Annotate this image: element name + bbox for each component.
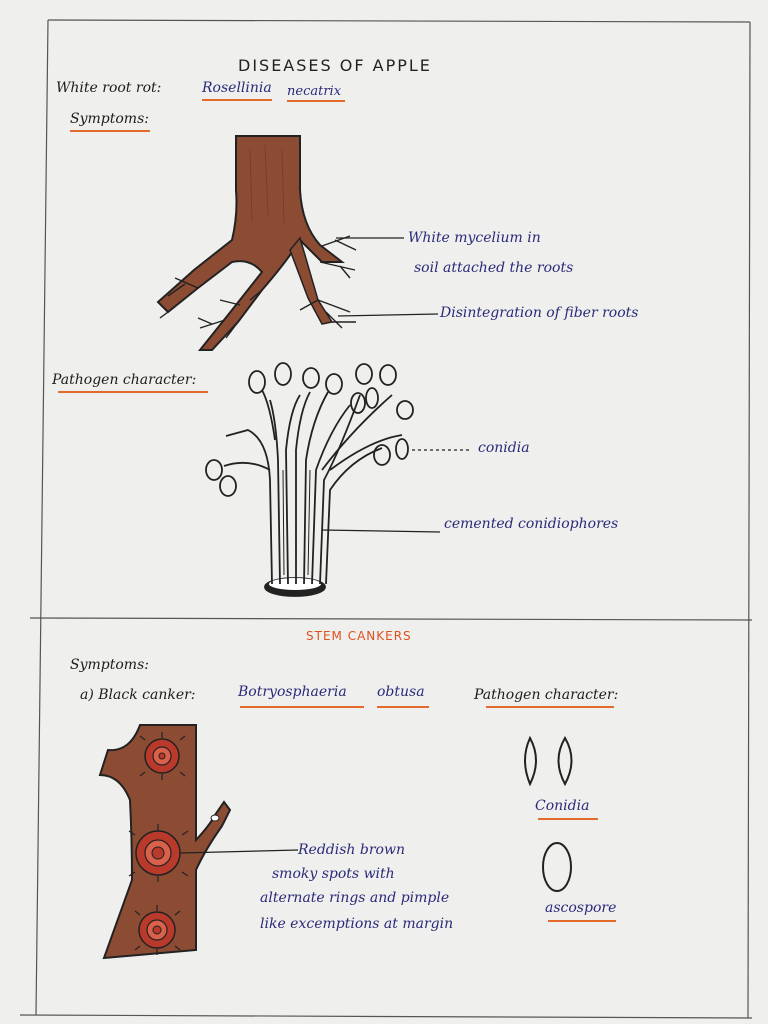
underline-botryosphaeria (240, 706, 364, 708)
pathogen-character-label-2: Pathogen character: (474, 687, 619, 703)
label-conidia-2: Conidia (535, 798, 590, 814)
trunk-shape (156, 135, 345, 351)
conidiophore-drawing (205, 362, 414, 597)
pathogen-species-obtusa: obtusa (377, 684, 425, 700)
symptoms-label-2: Symptoms: (70, 657, 149, 673)
label-disintegration: Disintegration of fiber roots (440, 305, 639, 321)
page-title: DISEASES OF APPLE (238, 56, 432, 75)
section-divider (29, 617, 753, 621)
underline-pathogen-character-2 (486, 706, 614, 708)
lesion-label-line4: like excemptions at margin (260, 916, 454, 932)
conidium-2 (557, 736, 573, 787)
underline-species (287, 100, 345, 102)
underline-symptoms-1 (70, 130, 150, 132)
label-cemented-conidiophores: cemented conidiophores (444, 516, 619, 532)
pointer-disintegration (337, 313, 439, 317)
underline-genus (202, 99, 272, 101)
pathogen-character-label-1: Pathogen character: (52, 372, 197, 388)
label-mycelium-line1: White mycelium in (408, 230, 541, 246)
fiber-roots (159, 235, 357, 339)
canker-lesion-middle (135, 830, 181, 876)
lesion-label-line2: smoky spots with (272, 866, 395, 882)
lesion-label-line3: alternate rings and pimple (260, 890, 450, 906)
symptoms-label-1: Symptoms: (70, 111, 149, 127)
ascospore-shape (542, 842, 572, 892)
pointer-conidiophores (321, 529, 441, 533)
pathogen-genus-rosellinia: Rosellinia (202, 80, 272, 96)
heading-white-root-rot: White root rot: (56, 80, 162, 96)
stem-cankers-heading: STEM CANKERS (306, 629, 412, 643)
underline-obtusa (377, 706, 429, 708)
pointer-lesion (179, 849, 299, 854)
label-conidia-1: conidia (478, 440, 530, 456)
lesion-label-line1: Reddish brown (298, 842, 405, 858)
canker-tree-drawing (98, 724, 232, 960)
root-rot-tree-drawing (156, 135, 357, 351)
bark-texture (249, 144, 285, 226)
page-border-right (747, 21, 751, 1019)
canker-lesion-bottom (138, 911, 176, 949)
black-canker-label: a) Black canker: (80, 687, 196, 703)
underline-ascospore (548, 920, 616, 922)
conidium-1 (524, 735, 537, 787)
page-border-top (47, 19, 751, 23)
page-border-bottom (19, 1014, 753, 1019)
page-border-left (35, 19, 49, 1016)
underline-pathogen-character-1 (58, 391, 208, 393)
label-mycelium-line2: soil attached the roots (414, 260, 574, 276)
spore-drawings (524, 735, 573, 892)
underline-conidia-2 (538, 818, 598, 820)
pathogen-genus-botryosphaeria: Botryosphaeria (238, 684, 347, 700)
pathogen-species-necatrix: necatrix (287, 84, 342, 99)
lesion-pimples (128, 732, 189, 955)
canker-lesion-top (144, 738, 180, 774)
label-ascospore: ascospore (545, 900, 617, 916)
